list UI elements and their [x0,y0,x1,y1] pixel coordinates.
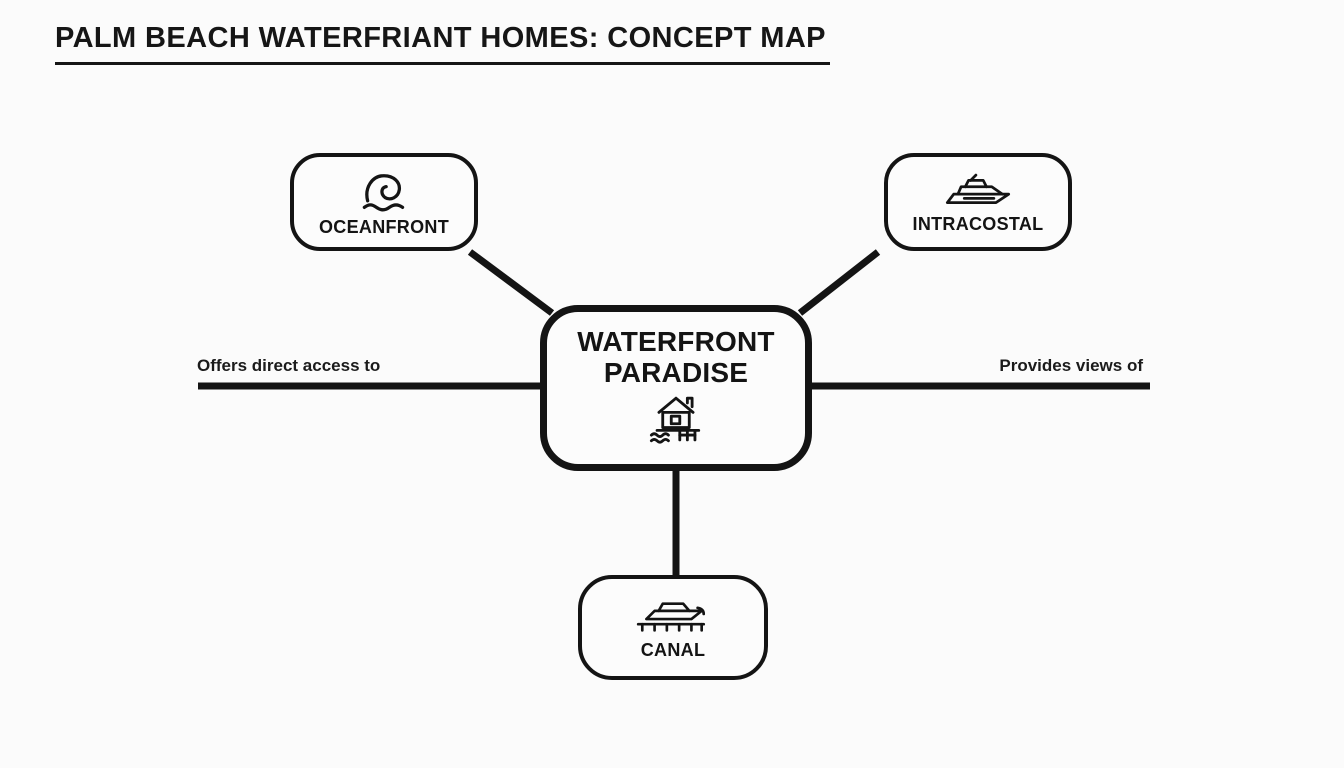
connector-intracoastal-center [797,249,881,316]
docked-boat-icon [636,602,706,632]
ocean-wave-icon [362,173,405,211]
connector-oceanfront-center [467,249,555,316]
node-waterfront-paradise: WATERFRONT PARADISE [540,305,812,471]
node-oceanfront-label: OCEANFRONT [319,216,449,237]
node-center-label: WATERFRONT PARADISE [577,326,775,388]
node-canal-label: CANAL [640,640,706,660]
node-oceanfront: OCEANFRONT [290,153,478,251]
yacht-icon [945,173,1011,204]
edge-label-left: Offers direct access to [197,356,381,375]
house-on-dock-icon [649,396,701,444]
page-title: PALM BEACH WATERFRIANT HOMES: CONCEPT MA… [55,22,830,65]
edge-label-right: Provides views of [999,356,1143,375]
node-canal: CANAL [578,575,768,680]
node-intracoastal: INTRACOSTAL [884,153,1072,251]
node-intracoastal-label: INTRACOSTAL [912,213,1044,234]
